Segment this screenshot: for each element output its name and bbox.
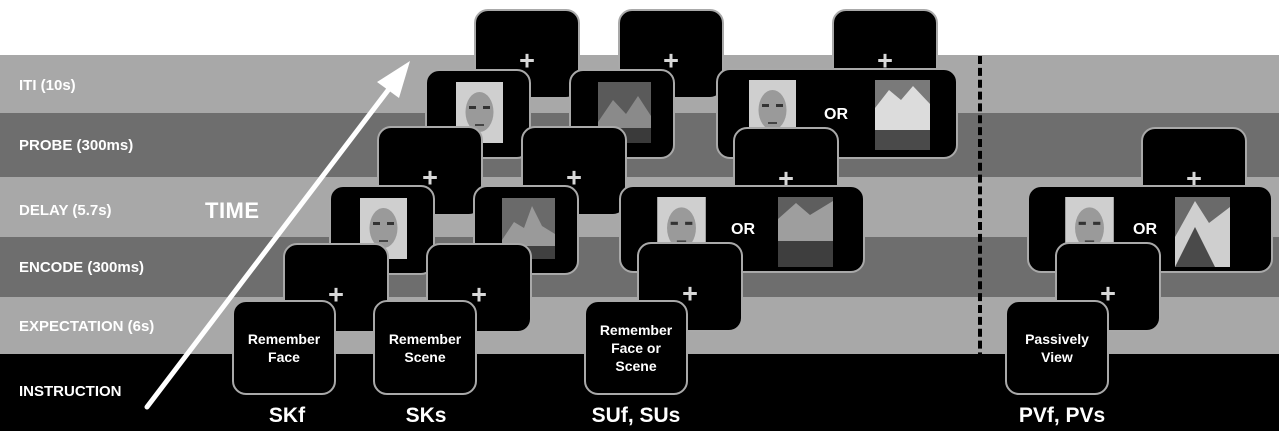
scene-photo-icon [778, 197, 833, 267]
fixation-cross-icon: + [566, 162, 582, 193]
fixation-cross-icon: + [519, 45, 535, 76]
instruction-text-sks: Remember Scene [388, 330, 462, 365]
instruction-text-skf: Remember Face [247, 330, 321, 365]
divider-dashed-line [978, 56, 982, 396]
fixation-cross-icon: + [422, 162, 438, 193]
fixation-cross-icon: + [877, 45, 893, 76]
instruction-text-pv: Passively View [1025, 330, 1089, 365]
or-text: OR [824, 106, 848, 123]
condition-label-pv: PVf, PVs [1018, 404, 1106, 427]
row-label-expectation: EXPECTATION (6s) [19, 318, 155, 335]
fixation-cross-icon: + [471, 279, 487, 310]
row-label-encode: ENCODE (300ms) [19, 259, 145, 276]
or-text: OR [731, 221, 755, 238]
instruction-text-su: Remember Face or Scene [599, 321, 673, 374]
instruction-screen-su: Remember Face or Scene [584, 300, 688, 395]
scene-photo-icon [1175, 197, 1230, 267]
instruction-screen-skf: Remember Face [232, 300, 336, 395]
condition-label-skf: SKf [268, 404, 306, 427]
instruction-screen-sks: Remember Scene [373, 300, 477, 395]
scene-photo-icon [875, 80, 930, 150]
condition-label-su: SUf, SUs [591, 404, 681, 427]
row-label-iti: ITI (10s) [19, 77, 76, 94]
row-label-instruction: INSTRUCTION [19, 383, 122, 400]
fixation-cross-icon: + [1100, 278, 1116, 309]
condition-label-sks: SKs [405, 404, 447, 427]
time-label: TIME [205, 198, 260, 223]
row-label-probe: PROBE (300ms) [19, 137, 134, 154]
expectation-screen-sks: + [426, 243, 532, 333]
fixation-cross-icon: + [663, 45, 679, 76]
instruction-screen-pv: Passively View [1005, 300, 1109, 395]
or-text: OR [1133, 221, 1157, 238]
fixation-cross-icon: + [682, 278, 698, 309]
row-label-delay: DELAY (5.7s) [19, 202, 112, 219]
